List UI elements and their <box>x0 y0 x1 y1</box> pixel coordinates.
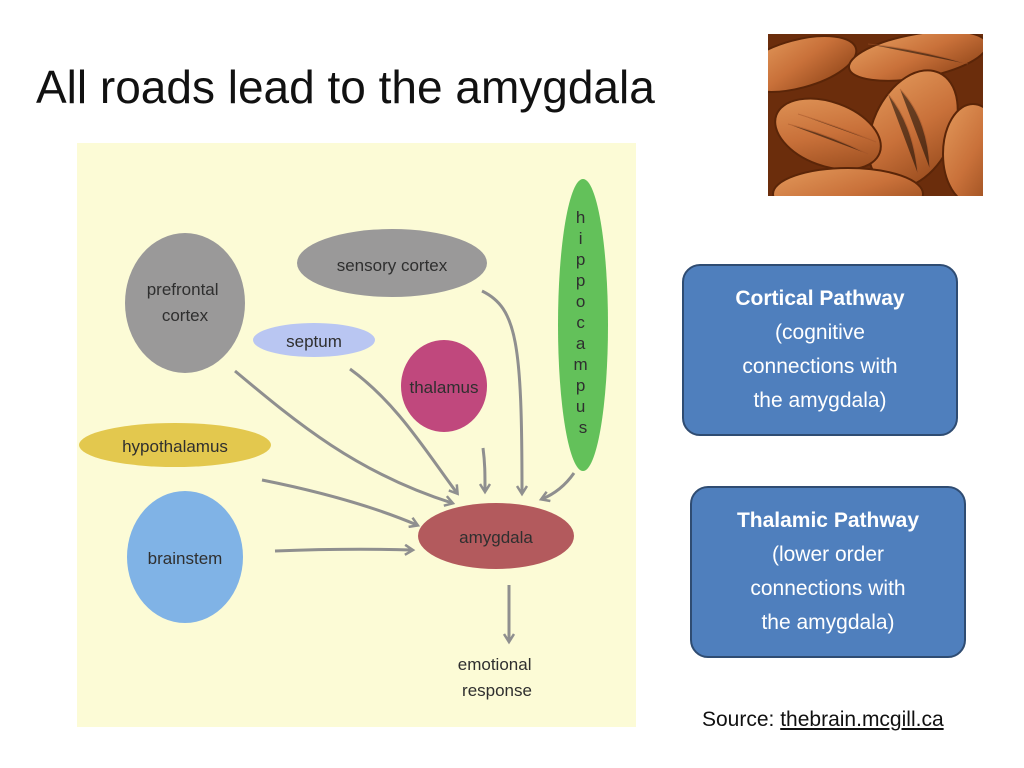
arrow-hippocampus-to-amygdala <box>542 472 576 499</box>
callout-line: the amygdala) <box>761 611 895 634</box>
arrow-thalamus-to-amygdala <box>483 447 485 491</box>
arrow-prefrontal-to-amygdala <box>234 369 452 503</box>
arrow-hypothalamus-to-amygdala <box>261 478 417 525</box>
hippocampus-label: h i p p o c a m p u s <box>574 208 593 437</box>
arrow-sensory-to-amygdala <box>481 289 522 493</box>
thalamus-label: thalamus <box>410 378 479 397</box>
almond-shape <box>772 167 924 196</box>
amygdala-pathway-diagram: prefrontal cortex sensory cortex septum … <box>77 143 636 727</box>
callout-heading: Cortical Pathway <box>735 287 905 310</box>
septum-node <box>253 323 375 357</box>
callout-line: connections with <box>750 577 906 600</box>
hippocampus-node <box>558 179 608 471</box>
source-label: Source: <box>702 708 775 731</box>
prefrontal-cortex-node <box>125 233 245 373</box>
almond-shape <box>942 103 983 196</box>
arrow-brainstem-to-amygdala <box>274 549 412 551</box>
source-link[interactable]: thebrain.mcgill.ca <box>780 708 944 731</box>
amygdala-node <box>418 503 574 569</box>
arrow-septum-to-amygdala <box>349 367 457 493</box>
thalamus-node <box>401 340 487 432</box>
callout-line: the amygdala) <box>753 389 887 412</box>
callout-heading: Thalamic Pathway <box>736 509 920 532</box>
amygdala-label: amygdala <box>459 528 533 547</box>
slide-title: All roads lead to the amygdala <box>36 61 655 113</box>
hypothalamus-node <box>79 423 271 467</box>
emotional-response-label: emotional response <box>458 655 536 700</box>
almond-shape <box>768 35 858 93</box>
almond-shape <box>774 97 882 171</box>
sensory-cortex-label: sensory cortex <box>337 256 448 275</box>
septum-label: septum <box>286 332 342 351</box>
hypothalamus-label: hypothalamus <box>122 437 228 456</box>
callout-line: (cognitive <box>775 321 865 344</box>
callout-line: (lower order <box>771 543 885 566</box>
source-citation: Source: thebrain.mcgill.ca <box>702 708 944 732</box>
prefrontal-cortex-label: prefrontal cortex <box>147 280 224 325</box>
thalamic-pathway-callout: Thalamic Pathway (lower order connection… <box>690 486 966 658</box>
callout-line: connections with <box>742 355 898 378</box>
sensory-cortex-node <box>297 229 487 297</box>
almonds-photo <box>768 34 983 196</box>
cortical-pathway-callout: Cortical Pathway (cognitive connections … <box>682 264 958 436</box>
brainstem-label: brainstem <box>148 549 223 568</box>
brainstem-node <box>127 491 243 623</box>
